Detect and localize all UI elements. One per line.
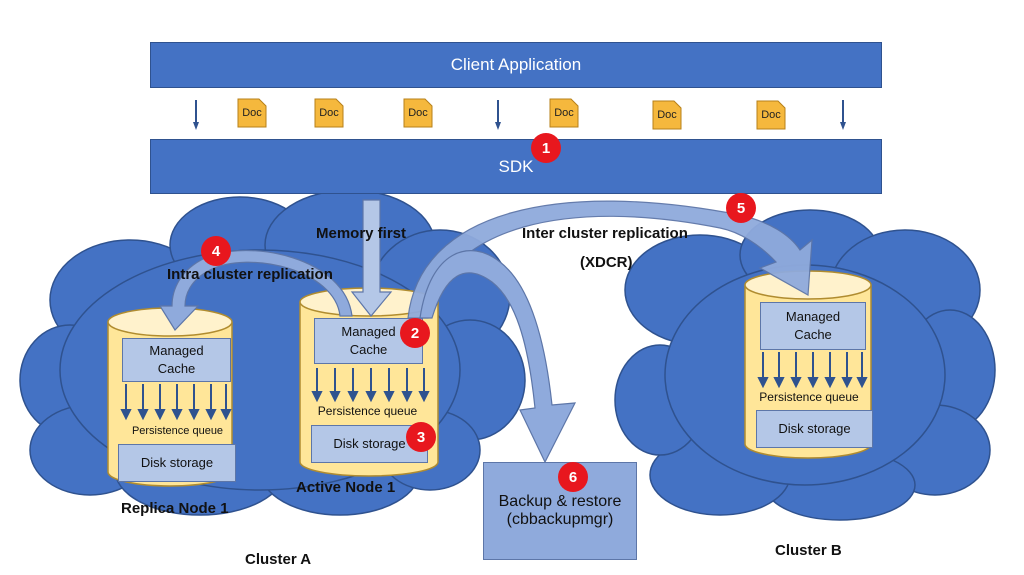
- doc-icon: Doc: [549, 98, 579, 128]
- doc-icon: Doc: [314, 98, 344, 128]
- replica-persistence-queue: Persistence queue: [131, 425, 224, 437]
- replica-node-label: Replica Node 1: [121, 500, 229, 517]
- xdcr-label: (XDCR): [580, 254, 633, 271]
- memory-first-label: Memory first: [316, 225, 407, 242]
- active-persistence-arrows: [311, 368, 430, 403]
- backup-arrow: [419, 250, 577, 464]
- small-down-arrow: [193, 100, 199, 130]
- cluster-b-label: Cluster B: [775, 542, 842, 559]
- small-down-arrow: [840, 100, 846, 130]
- intra-cluster-arrow: [158, 249, 353, 331]
- intra-cluster-label: Intra cluster replication: [167, 266, 333, 283]
- sdk-bar: SDK: [150, 139, 882, 194]
- doc-icon: Doc: [403, 98, 433, 128]
- step-badge-2: 2: [400, 318, 430, 348]
- client-application-bar: Client Application: [150, 42, 882, 88]
- doc-icon: Doc: [652, 100, 682, 130]
- step-badge-4: 4: [201, 236, 231, 266]
- step-badge-5: 5: [726, 193, 756, 223]
- cluster-b-disk-storage: Disk storage: [756, 410, 873, 448]
- cluster-b-persistence-arrows: [757, 352, 868, 389]
- active-node-label: Active Node 1: [296, 479, 396, 496]
- replica-disk-storage: Disk storage: [118, 444, 236, 482]
- cluster-b-persistence-queue: Persistence queue: [759, 390, 859, 404]
- replica-persistence-arrows: [120, 384, 232, 421]
- step-badge-1: 1: [531, 133, 561, 163]
- doc-icon: Doc: [237, 98, 267, 128]
- xdcr-arrow: [407, 200, 813, 319]
- memory-first-arrow: [350, 199, 393, 317]
- doc-icon: Doc: [756, 100, 786, 130]
- cluster-a-label: Cluster A: [245, 551, 312, 568]
- active-persistence-queue: Persistence queue: [317, 404, 418, 418]
- inter-cluster-label: Inter cluster replication: [522, 225, 688, 242]
- step-badge-6: 6: [558, 462, 588, 492]
- small-down-arrow: [495, 100, 501, 130]
- step-badge-3: 3: [406, 422, 436, 452]
